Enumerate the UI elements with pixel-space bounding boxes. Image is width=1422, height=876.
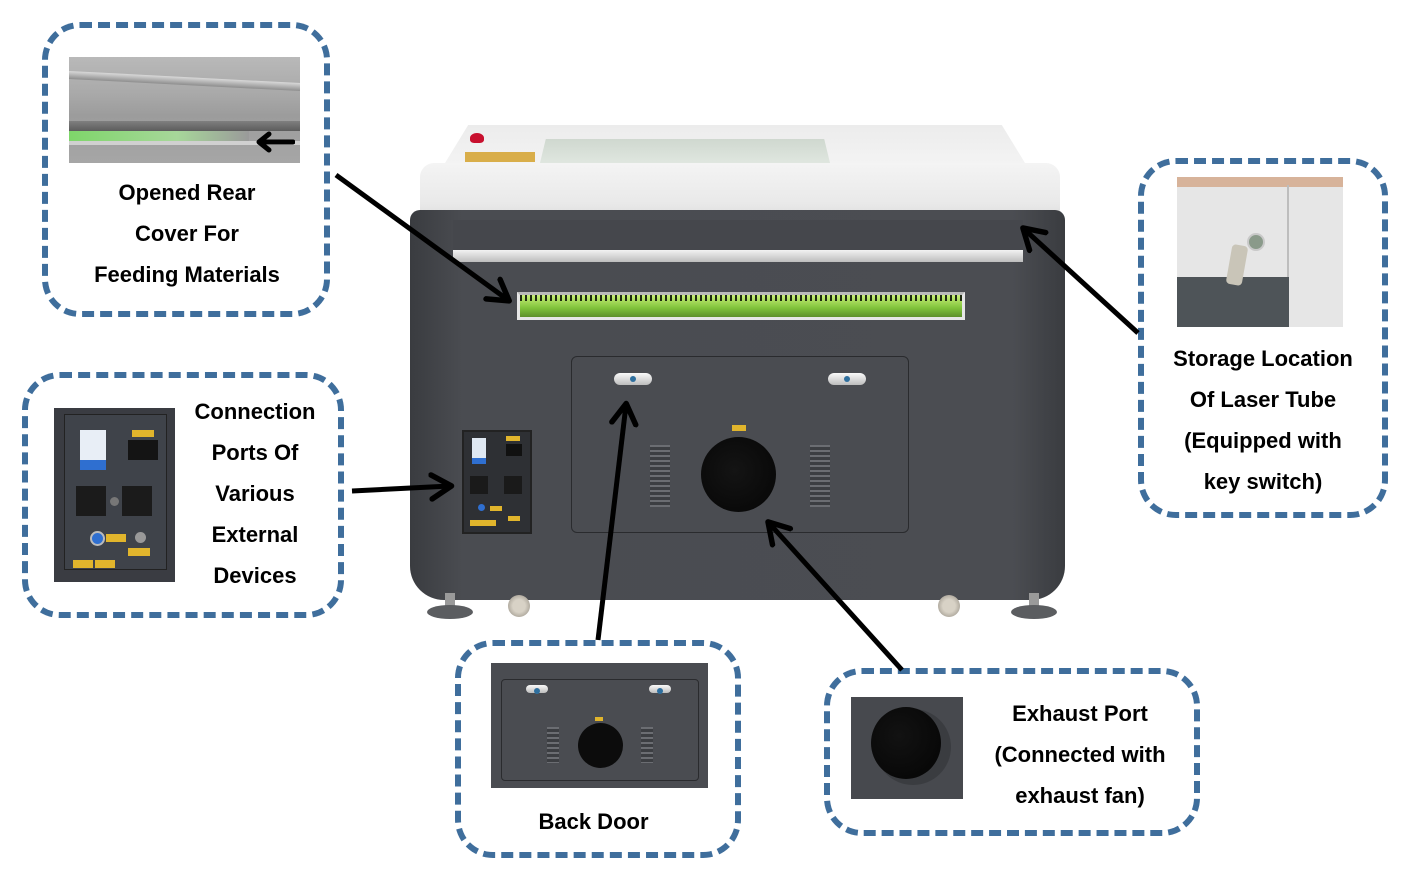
label-line: Back Door <box>538 809 649 834</box>
voltage-label-tag <box>506 436 520 441</box>
label-line: (Connected with <box>994 742 1166 767</box>
label-line: Feeding Materials <box>94 262 280 287</box>
door-latch-left <box>614 373 652 385</box>
rear-cover-hinge-bar <box>453 250 1023 262</box>
label-line: External <box>211 522 299 547</box>
label-line: Storage Location <box>1173 346 1353 371</box>
caster-right <box>938 595 960 617</box>
label-line: Devices <box>213 563 297 588</box>
arrow-pointer-icon <box>256 131 295 153</box>
label-line: key switch) <box>1203 469 1323 494</box>
water-out-tag <box>95 560 115 568</box>
back-door-photo <box>491 663 708 788</box>
connection-panel <box>462 430 532 534</box>
control-panel <box>465 152 535 162</box>
feeding-slot <box>517 292 965 320</box>
leveling-foot-right <box>1011 605 1057 619</box>
air-in-label-tag <box>490 506 502 511</box>
connection-ports-label: Connection Ports Of Various External Dev… <box>180 391 330 596</box>
laser-tube-storage-label: Storage Location Of Laser Tube (Equipped… <box>1152 338 1374 502</box>
rear-cover-panel <box>453 220 1023 251</box>
air-in-fitting-icon <box>478 504 485 511</box>
power-inlet-icon <box>506 444 522 456</box>
exhaust-port <box>701 437 776 512</box>
water-protection-tag <box>128 548 150 556</box>
rear-cover-photo <box>69 57 300 163</box>
leveling-foot-left <box>427 605 473 619</box>
leveling-foot-stem <box>1029 593 1039 611</box>
water-label-tags <box>470 520 496 526</box>
caster-left <box>508 595 530 617</box>
vent-left <box>650 445 670 507</box>
exhaust-port-label: Exhaust Port (Connected with exhaust fan… <box>982 693 1178 816</box>
leveling-foot-stem <box>445 593 455 611</box>
exhaust-port-photo <box>851 697 963 799</box>
label-line: Exhaust Port <box>1012 701 1148 726</box>
laser-machine-photo <box>405 125 1065 625</box>
circuit-breaker-icon <box>472 438 486 464</box>
key-switch-photo <box>1177 177 1343 327</box>
door-latch-right <box>828 373 866 385</box>
label-line: Various <box>215 481 295 506</box>
label-line: Opened Rear <box>118 180 256 205</box>
connection-panel-photo <box>54 408 175 582</box>
vent-right <box>810 445 830 507</box>
rear-cover-label: Opened Rear Cover For Feeding Materials <box>69 172 305 295</box>
label-line: Connection <box>194 399 316 424</box>
outlet-right-icon <box>504 476 522 494</box>
label-line: Cover For <box>135 221 239 246</box>
air-in-tag <box>106 534 126 542</box>
exhaust-label-tag <box>732 425 746 431</box>
outlet-left-icon <box>470 476 488 494</box>
water-protection-label-tag <box>508 516 520 521</box>
emergency-stop-button-icon <box>470 133 484 143</box>
label-line: Of Laser Tube <box>1189 387 1337 412</box>
back-door-label: Back Door <box>491 801 696 842</box>
lid-viewing-window <box>540 139 830 163</box>
label-line: exhaust fan) <box>1015 783 1145 808</box>
label-line: Ports Of <box>211 440 299 465</box>
label-line: (Equipped with <box>1184 428 1342 453</box>
water-in-tag <box>73 560 93 568</box>
